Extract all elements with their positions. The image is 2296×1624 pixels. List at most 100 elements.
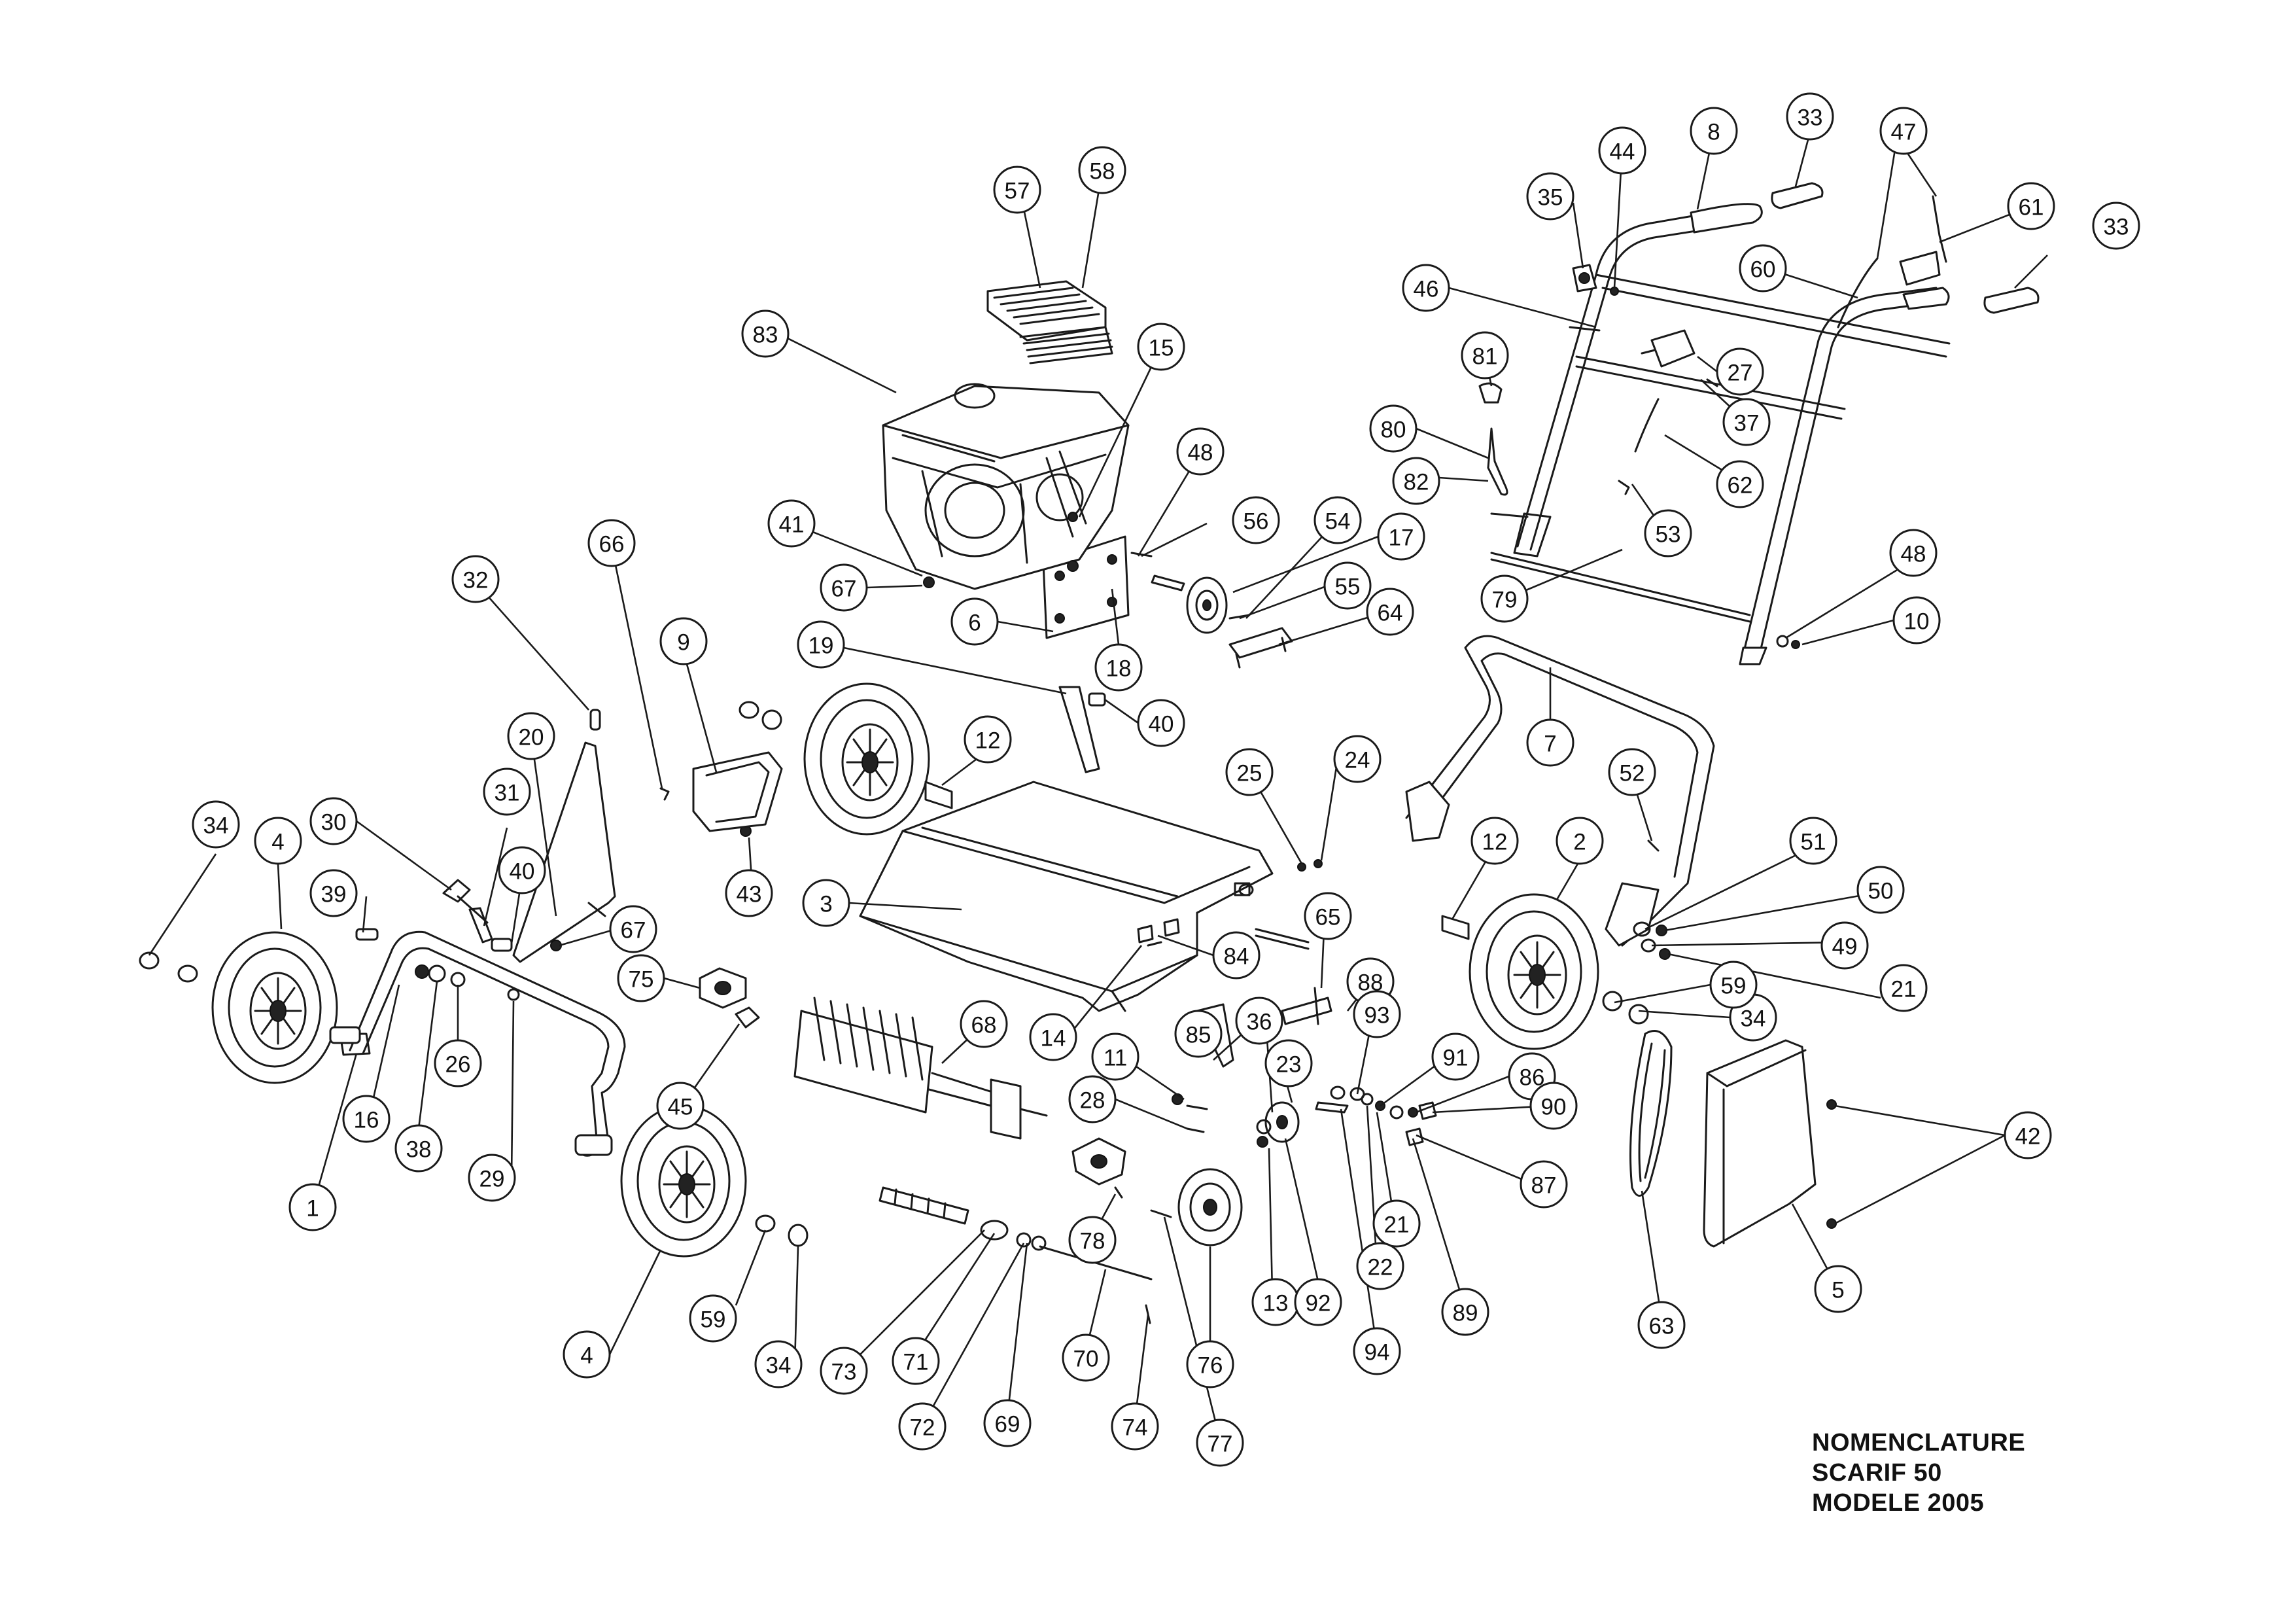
belt-cover <box>1703 1039 1817 1248</box>
balloon-number: 72 <box>910 1415 935 1441</box>
rotor-bearing-pulley <box>1071 1137 1243 1246</box>
balloon: 45 <box>656 1082 704 1130</box>
balloon-number: 17 <box>1389 525 1414 551</box>
balloon: 61 <box>2007 182 2055 230</box>
balloon: 15 <box>1137 323 1185 371</box>
balloon: 14 <box>1029 1013 1077 1061</box>
balloon: 90 <box>1529 1082 1578 1130</box>
balloon-number: 21 <box>1384 1212 1410 1238</box>
balloon-number: 82 <box>1404 470 1429 495</box>
balloon-number: 94 <box>1365 1340 1390 1366</box>
balloon: 36 <box>1235 997 1283 1045</box>
balloon: 44 <box>1598 126 1646 175</box>
balloon: 19 <box>797 620 845 669</box>
balloon-number: 25 <box>1237 761 1262 786</box>
handle-grips <box>1771 182 2040 314</box>
balloon: 18 <box>1094 643 1143 692</box>
tine-shaft-parts <box>878 1186 1153 1324</box>
balloon: 70 <box>1062 1333 1110 1382</box>
balloon: 64 <box>1366 588 1414 636</box>
washers-left <box>139 951 809 1247</box>
balloon-number: 64 <box>1378 601 1403 626</box>
balloon: 41 <box>767 499 816 548</box>
balloon: 80 <box>1369 404 1418 453</box>
balloon-number: 61 <box>2019 195 2044 221</box>
balloon: 84 <box>1212 931 1261 980</box>
balloon-number: 19 <box>809 633 834 659</box>
balloon: 20 <box>507 712 555 760</box>
balloon-number: 67 <box>831 576 857 602</box>
balloon: 25 <box>1225 748 1274 796</box>
deck-housing <box>859 781 1274 1012</box>
balloon-number: 63 <box>1649 1314 1675 1339</box>
balloon: 31 <box>483 768 531 816</box>
balloon-number: 55 <box>1335 574 1361 600</box>
balloon-number: 83 <box>753 323 778 348</box>
balloon: 27 <box>1716 347 1764 396</box>
balloon: 38 <box>394 1124 443 1173</box>
balloon-number: 24 <box>1345 748 1370 773</box>
hardware-left <box>415 787 752 1001</box>
balloon-number: 31 <box>495 781 520 806</box>
balloon: 40 <box>498 846 546 894</box>
balloon-number: 70 <box>1073 1347 1099 1372</box>
balloon: 33 <box>2092 202 2140 250</box>
balloon-number: 60 <box>1750 257 1776 283</box>
balloon-number: 62 <box>1728 473 1753 499</box>
balloon-number: 10 <box>1904 609 1930 635</box>
balloon: 4 <box>563 1330 611 1379</box>
balloon-number: 38 <box>406 1137 432 1163</box>
balloon: 51 <box>1789 817 1837 865</box>
balloon: 71 <box>892 1337 940 1385</box>
balloon: 48 <box>1176 427 1225 476</box>
balloon: 55 <box>1323 561 1372 610</box>
balloon: 58 <box>1078 146 1126 194</box>
balloon: 30 <box>309 797 358 845</box>
balloon-number: 87 <box>1531 1173 1557 1199</box>
balloon-number: 47 <box>1891 120 1917 145</box>
balloon-number: 34 <box>766 1353 791 1379</box>
balloon: 60 <box>1739 244 1787 292</box>
balloon: 13 <box>1251 1278 1300 1326</box>
balloon-number: 46 <box>1414 277 1439 302</box>
balloon: 42 <box>2004 1111 2052 1159</box>
height-adjust-lever <box>355 709 616 963</box>
balloon: 26 <box>434 1039 482 1087</box>
balloon: 79 <box>1480 574 1529 623</box>
title-model-name: SCARIF 50 <box>1812 1459 1942 1487</box>
balloon: 65 <box>1304 892 1352 940</box>
balloon: 22 <box>1356 1242 1404 1290</box>
balloon-number: 2 <box>1573 830 1586 855</box>
balloon-number: 78 <box>1080 1229 1105 1254</box>
balloon-number: 22 <box>1368 1255 1393 1280</box>
balloon-number: 43 <box>737 882 762 908</box>
balloon: 53 <box>1644 509 1692 557</box>
balloon-number: 12 <box>975 728 1001 754</box>
balloon-number: 3 <box>820 892 832 917</box>
balloon-number: 20 <box>519 725 544 750</box>
balloon-number: 68 <box>971 1013 997 1038</box>
balloon: 52 <box>1608 748 1656 796</box>
balloon: 46 <box>1402 264 1450 312</box>
wheel-right <box>1441 893 1599 1050</box>
balloon-number: 59 <box>701 1307 726 1333</box>
balloon-number: 40 <box>510 859 535 885</box>
balloon: 50 <box>1856 866 1905 914</box>
balloon-number: 85 <box>1186 1023 1211 1048</box>
balloon: 83 <box>741 309 790 358</box>
balloon-number: 51 <box>1801 830 1826 855</box>
balloon: 78 <box>1068 1216 1117 1264</box>
balloon: 1 <box>288 1183 337 1231</box>
balloon-number: 48 <box>1901 542 1926 567</box>
balloon: 39 <box>309 869 358 917</box>
balloon: 28 <box>1068 1075 1117 1123</box>
balloon: 54 <box>1313 496 1362 544</box>
balloon-number: 42 <box>2015 1124 2041 1150</box>
balloon-number: 34 <box>203 813 229 839</box>
balloon: 75 <box>617 954 665 1002</box>
balloon: 12 <box>964 715 1012 764</box>
balloon: 34 <box>754 1340 803 1388</box>
balloon-number: 27 <box>1728 361 1753 386</box>
balloon: 29 <box>468 1154 516 1202</box>
